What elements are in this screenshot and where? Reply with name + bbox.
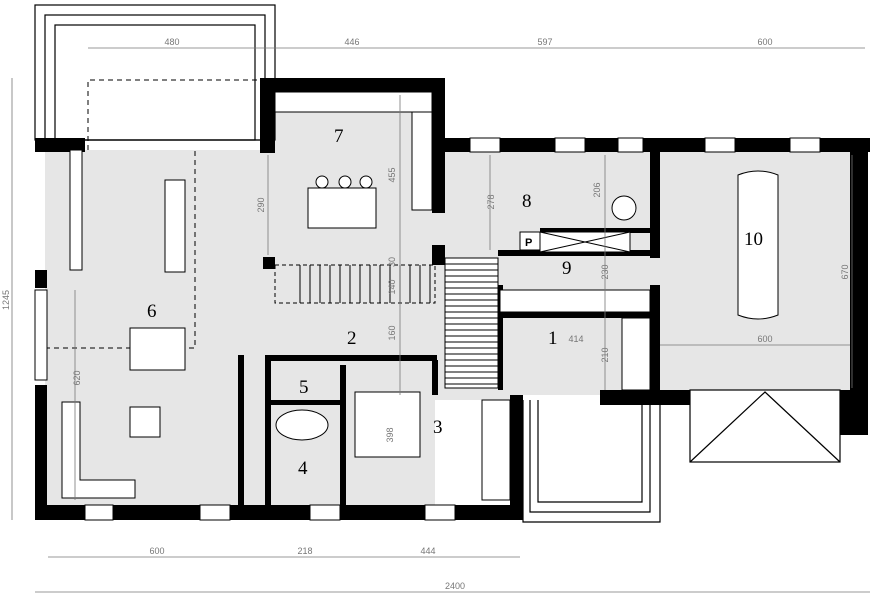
dimension-labels: 480 446 597 600 600 218 444 2400 1245 29…	[1, 37, 850, 591]
room-2-label: 2	[347, 328, 357, 349]
bed	[354, 391, 421, 458]
staircase	[274, 257, 499, 389]
corner-sofa	[61, 401, 136, 499]
dim-total-height: 1245	[1, 290, 11, 310]
dim-bottom-3: 444	[420, 546, 435, 556]
car	[737, 170, 779, 320]
dim-stair-b: 140	[387, 279, 397, 294]
dim-garage-width: 600	[757, 334, 772, 344]
dim-entry-depth: 210	[600, 347, 610, 362]
room-10-label: 10	[744, 229, 763, 250]
dim-top-1: 480	[164, 37, 179, 47]
dim-kitchen-height: 455	[387, 167, 397, 182]
room-1-label: 1	[548, 328, 558, 349]
wardrobe-3	[481, 399, 511, 501]
bathtub	[275, 409, 329, 441]
terrace-bottom	[522, 400, 661, 523]
dim-bottom-1: 600	[149, 546, 164, 556]
dim-top-4: 600	[757, 37, 772, 47]
dimension-lines	[11, 47, 870, 593]
room-7-label: 7	[334, 126, 344, 147]
kitchen-counter-side	[411, 111, 433, 211]
dim-top-3: 597	[537, 37, 552, 47]
dim-utility: 278	[486, 194, 496, 209]
parking-sign	[519, 231, 541, 251]
kitchen-island	[307, 187, 377, 229]
terrace-top	[34, 4, 276, 141]
room-3-label: 3	[433, 417, 443, 438]
wardrobe-2	[621, 317, 651, 391]
dim-boiler: 206	[592, 182, 602, 197]
dim-total-width: 2400	[445, 581, 465, 591]
dim-top-2: 446	[344, 37, 359, 47]
room-4-label: 4	[298, 458, 308, 479]
dim-entry-width: 414	[568, 334, 583, 344]
dim-bedroom: 398	[385, 427, 395, 442]
windows	[34, 137, 821, 521]
parking-label: P	[525, 237, 532, 249]
coffee-table	[129, 406, 161, 438]
dim-corridor: 230	[600, 264, 610, 279]
room-5-label: 5	[299, 377, 309, 398]
room-6-label: 6	[147, 301, 157, 322]
sofa	[129, 327, 186, 371]
entrance-canopy	[689, 389, 841, 463]
dim-stair-a: 30	[387, 257, 397, 267]
dim-hall: 160	[387, 325, 397, 340]
dim-living-depth: 620	[72, 370, 82, 385]
room-8-label: 8	[522, 191, 532, 212]
overhang-outline	[87, 79, 260, 150]
dim-bottom-2: 218	[297, 546, 312, 556]
furniture	[61, 91, 779, 501]
room-labels: 1 2 3 4 5 6 7 8 9 10 P	[147, 126, 763, 479]
dining-table	[164, 179, 186, 273]
dim-garage-depth: 670	[840, 264, 850, 279]
dim-kitchen-depth: 290	[256, 197, 266, 212]
kitchen-counter	[274, 91, 433, 113]
wardrobe	[499, 289, 651, 313]
overhang-outline-2	[45, 150, 196, 349]
room-9-label: 9	[562, 258, 572, 279]
